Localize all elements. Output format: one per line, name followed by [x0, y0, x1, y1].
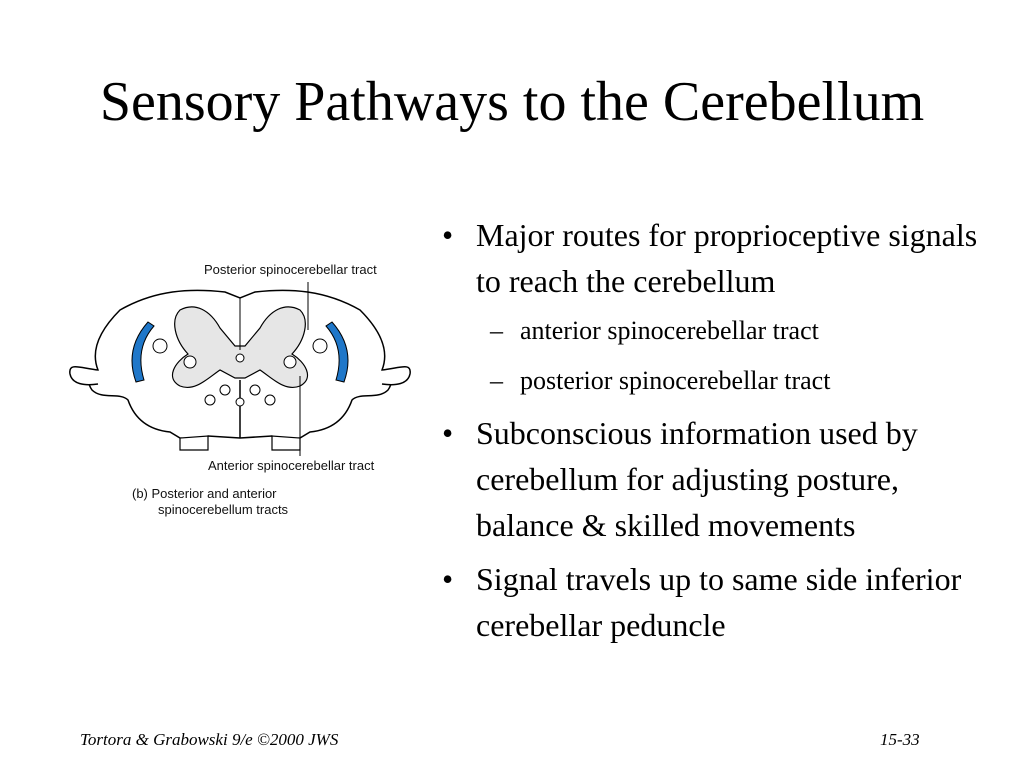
tract-dot: [152, 338, 168, 354]
tract-dot: [312, 338, 328, 354]
ventral-root-right: [271, 435, 301, 451]
central-canal: [235, 353, 245, 363]
tract-dot: [264, 394, 276, 406]
bullet-item: Subconscious information used by cerebel…: [436, 410, 996, 548]
tract-dot: [204, 394, 216, 406]
sub-bullet-item: anterior spinocerebellar tract: [476, 306, 996, 356]
left-spinocerebellar-tract: [131, 321, 155, 383]
bullet-text: Subconscious information used by cerebel…: [476, 415, 918, 543]
slide-title: Sensory Pathways to the Cerebellum: [99, 71, 925, 133]
spinal-cord-figure: Posterior spinocerebellar tract Anterior…: [60, 250, 420, 530]
sub-bullet-list: anterior spinocerebellar tract posterior…: [476, 306, 996, 406]
bullet-list: Major routes for proprioceptive signals …: [436, 212, 996, 648]
bullet-text: Signal travels up to same side inferior …: [476, 561, 962, 643]
bullet-item: Major routes for proprioceptive signals …: [436, 212, 996, 406]
tract-dot: [283, 355, 297, 369]
ventral-root-left: [179, 435, 209, 451]
tract-dot: [235, 397, 245, 407]
sub-bullet-item: posterior spinocerebellar tract: [476, 356, 996, 406]
figure-caption-line2: spinocerebellum tracts: [158, 502, 289, 517]
posterior-tract-label: Posterior spinocerebellar tract: [204, 262, 377, 277]
figure-caption-line1: (b) Posterior and anterior: [132, 486, 277, 501]
right-root-outline: [381, 366, 411, 386]
anterior-tract-label: Anterior spinocerebellar tract: [208, 458, 375, 473]
right-spinocerebellar-tract: [325, 321, 349, 383]
tract-dot: [249, 384, 261, 396]
tract-dot: [183, 355, 197, 369]
left-root-outline: [69, 366, 99, 386]
bullet-text: Major routes for proprioceptive signals …: [476, 217, 978, 299]
slide-number: 15-33: [880, 730, 920, 749]
tract-dot: [219, 384, 231, 396]
bullet-item: Signal travels up to same side inferior …: [436, 556, 996, 648]
footer-citation: Tortora & Grabowski 9/e ©2000 JWS: [80, 730, 339, 749]
spinal-cord-diagram: [69, 282, 411, 456]
